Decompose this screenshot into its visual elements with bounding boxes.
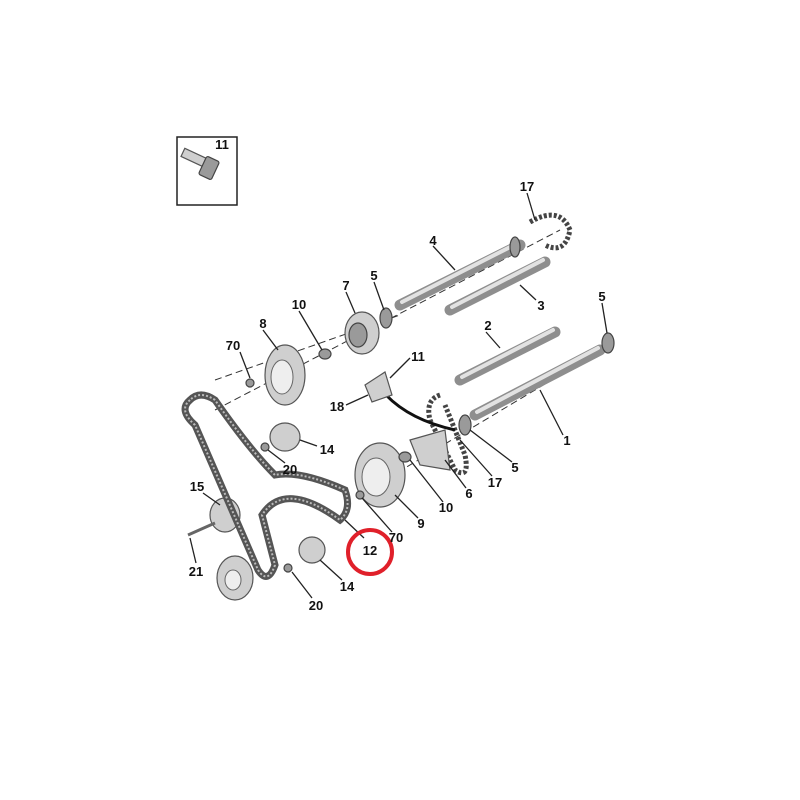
idler-14-lower xyxy=(298,536,326,564)
callout-labels: 17 4 5 3 5 7 10 8 70 2 11 18 1 14 20 6 5… xyxy=(189,179,606,613)
crank-pulley xyxy=(216,555,254,601)
callout-14: 14 xyxy=(340,579,355,594)
timing-chain-top xyxy=(528,212,573,251)
callout-20: 20 xyxy=(309,598,323,613)
callout-7: 7 xyxy=(342,278,349,293)
idler-14-top xyxy=(269,422,301,452)
callout-5: 5 xyxy=(598,289,605,304)
callout-3: 3 xyxy=(537,298,544,313)
callout-5: 5 xyxy=(511,460,518,475)
callout-10: 10 xyxy=(439,500,453,515)
callout-17: 17 xyxy=(520,179,534,194)
bolt-10-lower xyxy=(398,451,412,463)
bolt-70-lower xyxy=(355,490,365,500)
callout-14: 14 xyxy=(320,442,335,457)
camshaft-3 xyxy=(444,256,551,316)
camshaft-4 xyxy=(394,236,526,311)
callout-11: 11 xyxy=(411,349,425,364)
target-6 xyxy=(409,429,451,471)
callout-5: 5 xyxy=(370,268,377,283)
callout-10: 10 xyxy=(292,297,306,312)
callout-4: 4 xyxy=(429,233,437,248)
bolt-70-top xyxy=(245,378,255,388)
seal-5-top xyxy=(379,307,393,329)
callout-8: 8 xyxy=(259,316,266,331)
bolt-20-top xyxy=(260,442,270,452)
highlight-circle xyxy=(346,528,394,576)
callout-70: 70 xyxy=(389,530,403,545)
callout-21: 21 xyxy=(189,564,203,579)
bolt-20-lower xyxy=(283,563,293,573)
callout-15: 15 xyxy=(190,479,204,494)
callout-20: 20 xyxy=(283,462,297,477)
inset-label: 11 xyxy=(215,137,229,152)
bolt-icon xyxy=(180,147,220,180)
seal-5-lower xyxy=(458,414,472,436)
timing-chain-lower xyxy=(426,392,469,476)
timing-belt-12 xyxy=(181,391,352,580)
pulley-9 xyxy=(354,442,406,508)
callout-6: 6 xyxy=(465,486,472,501)
chain-guide-18 xyxy=(384,393,456,432)
bolt-10-top xyxy=(318,348,332,360)
hub-7 xyxy=(344,311,380,355)
bracket-18 xyxy=(364,371,393,403)
camshaft-2 xyxy=(454,326,561,386)
callout-2: 2 xyxy=(484,318,491,333)
camshaft-1 xyxy=(469,344,606,421)
callout-9: 9 xyxy=(417,516,424,531)
callout-1: 1 xyxy=(563,433,570,448)
callout-17: 17 xyxy=(488,475,502,490)
inset-bolt-box: 11 xyxy=(176,136,238,206)
pulley-8 xyxy=(264,344,306,406)
bolt-21 xyxy=(187,521,216,537)
callout-18: 18 xyxy=(330,399,344,414)
callout-12: 12 xyxy=(363,543,377,558)
leader-lines xyxy=(189,192,608,599)
callout-70: 70 xyxy=(226,338,240,353)
seal-5-right xyxy=(601,332,615,354)
